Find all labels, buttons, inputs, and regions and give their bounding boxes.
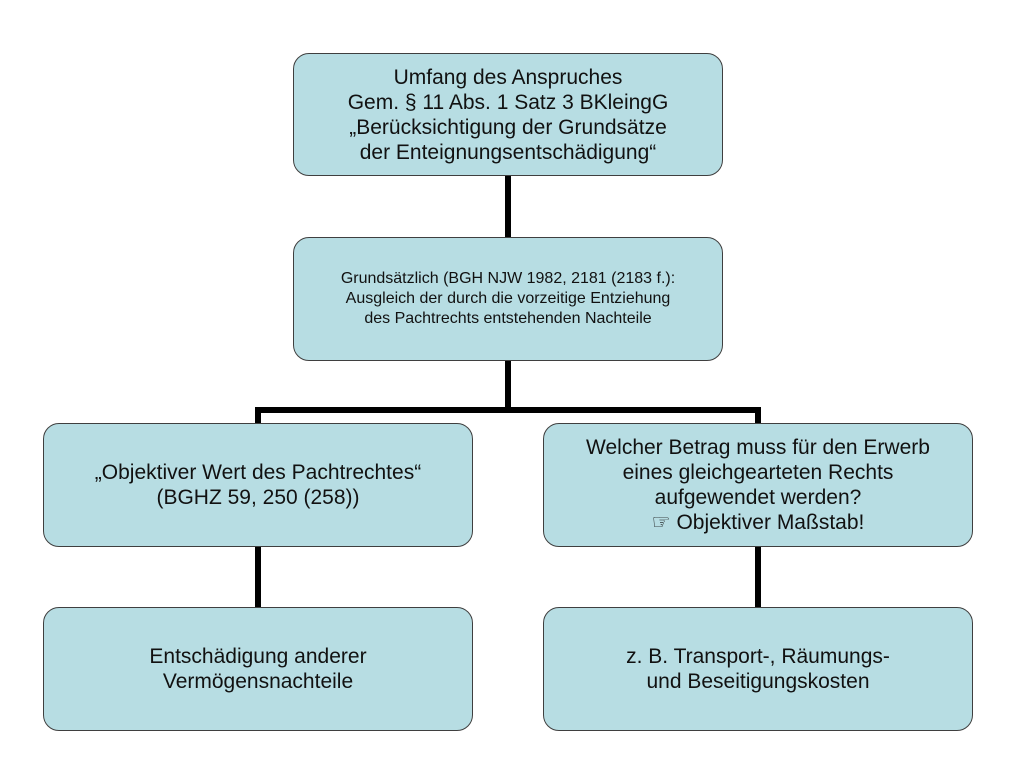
- node-text-line: „Berücksichtigung der Grundsätze: [349, 115, 667, 139]
- node-grundsaetzlich: Grundsätzlich (BGH NJW 1982, 2181 (2183 …: [293, 237, 723, 361]
- pointing-hand-icon: ☞: [651, 510, 671, 534]
- node-objektiver-wert: „Objektiver Wert des Pachtrechtes“ (BGHZ…: [43, 423, 473, 547]
- node-welcher-betrag: Welcher Betrag muss für den Erwerb eines…: [543, 423, 973, 547]
- node-text-line: des Pachtrechts entstehenden Nachteile: [364, 310, 652, 327]
- node-text-line: Grundsätzlich (BGH NJW 1982, 2181 (2183 …: [340, 270, 676, 287]
- node-text-line: „Objektiver Wert des Pachtrechtes“: [94, 461, 422, 484]
- node-text-line: und Beseitigungskosten: [646, 670, 870, 693]
- node-text-line: aufgewendet werden?: [654, 486, 862, 509]
- node-text-line: Entschädigung anderer: [149, 645, 367, 668]
- node-text-line: (BGHZ 59, 250 (258)): [156, 486, 360, 509]
- node-text-line: z. B. Transport-, Räumungs-: [626, 645, 890, 668]
- node-transport-raeumungskosten: z. B. Transport-, Räumungs- und Beseitig…: [543, 607, 973, 731]
- node-pointer-text: Objektiver Maßstab!: [676, 511, 865, 534]
- node-text-line: Ausgleich der durch die vorzeitige Entzi…: [345, 290, 671, 307]
- node-text-line: Umfang des Anspruches: [393, 65, 623, 89]
- node-entschaedigung-anderer: Entschädigung anderer Vermögensnachteile: [43, 607, 473, 731]
- node-text-line: Vermögensnachteile: [162, 670, 354, 693]
- node-text-line: Welcher Betrag muss für den Erwerb: [586, 436, 930, 459]
- node-text-line: der Enteignungsentschädigung“: [359, 140, 657, 164]
- node-text-line: Gem. § 11 Abs. 1 Satz 3 BKleingG: [347, 90, 669, 114]
- node-umfang-des-anspruches: Umfang des Anspruches Gem. § 11 Abs. 1 S…: [293, 53, 723, 176]
- node-text-line: eines gleichgearteten Rechts: [622, 461, 894, 484]
- node-pointer-line: ☞Objektiver Maßstab!: [652, 510, 865, 535]
